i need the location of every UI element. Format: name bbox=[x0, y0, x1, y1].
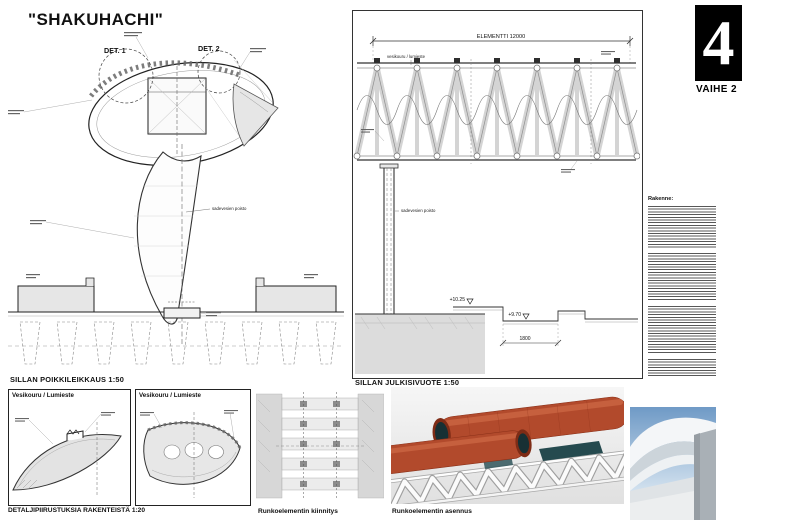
deck-perforated-band bbox=[89, 60, 243, 98]
level-a-label: +10.25 bbox=[450, 297, 466, 303]
sheet-title: "SHAKUHACHI" bbox=[28, 10, 164, 29]
notes-paragraph bbox=[648, 206, 716, 248]
tube-wave-outline bbox=[356, 95, 638, 125]
dim-1800-label: 1800 bbox=[519, 336, 530, 342]
underside-render bbox=[630, 407, 716, 520]
elevation-drawing: ELEMENTTI 12000 bbox=[353, 34, 640, 374]
assembly-render-panel bbox=[391, 387, 624, 504]
fixing-plan-drawing bbox=[256, 392, 384, 500]
cross-section-drawing: DET. 1 DET. 2 sadevesien poisto bbox=[8, 32, 344, 365]
ground-line bbox=[8, 277, 344, 347]
assembly-caption: Runkoelementin asennus bbox=[392, 508, 472, 515]
phase-number: 4 bbox=[702, 7, 735, 78]
details-caption: DETALJIPIIRUSTUKSIA RAKENTEISTÄ 1:20 bbox=[8, 507, 146, 514]
phase-number-box: 4 bbox=[695, 5, 742, 81]
detail-panel-a: Vesikouru / Lumieste bbox=[8, 389, 131, 506]
dark-panel bbox=[539, 441, 603, 461]
elevation-ground bbox=[355, 306, 638, 374]
det1-label: DET. 1 bbox=[104, 46, 126, 55]
fixing-plan-panel bbox=[256, 388, 384, 504]
cross-section-panel: DET. 1 DET. 2 sadevesien poisto bbox=[6, 26, 346, 374]
sadevesien-poisto-label: sadevesien poisto bbox=[212, 206, 247, 211]
notes-column: Rakenne: bbox=[648, 196, 718, 382]
elevation-panel: ELEMENTTI 12000 bbox=[352, 10, 643, 379]
pier-footing bbox=[163, 307, 201, 319]
assembly-render bbox=[391, 387, 624, 504]
sadevesien-poisto-label-2: sadevesien poisto bbox=[401, 208, 436, 213]
elevation-pier bbox=[379, 163, 399, 361]
cross-section-caption: SILLAN POIKKILEIKKAUS 1:50 bbox=[10, 375, 125, 384]
left-abutment bbox=[17, 285, 95, 313]
pile-group bbox=[19, 321, 337, 365]
notes-paragraph bbox=[648, 359, 716, 377]
detail-callouts: DET. 1 DET. 2 bbox=[98, 44, 279, 147]
gutter-detail-drawing-b bbox=[140, 410, 242, 498]
elevation-annotations: vesikouru / lumieste sadevesien poisto bbox=[361, 51, 615, 213]
photo-render-panel bbox=[630, 407, 716, 520]
micro-annotations bbox=[8, 32, 318, 317]
det2-label: DET. 2 bbox=[198, 44, 220, 53]
elevation-caption: SILLAN JULKISIVUOTE 1:50 bbox=[355, 378, 460, 387]
fixing-caption: Runkoelementin kiinnitys bbox=[258, 508, 338, 515]
edge-detail-wedge bbox=[232, 83, 279, 147]
red-tube-lower bbox=[391, 429, 532, 474]
detail-panel-b: Vesikouru / Lumieste bbox=[135, 389, 251, 506]
right-abutment bbox=[255, 285, 337, 313]
notes-paragraph bbox=[648, 306, 716, 354]
panel-b-header: Vesikouru / Lumieste bbox=[139, 392, 201, 399]
gutter-detail-drawing-a bbox=[12, 412, 122, 496]
truss-deck bbox=[353, 58, 640, 164]
notes-heading: Rakenne: bbox=[648, 196, 674, 202]
drainage-annotation: sadevesien poisto bbox=[185, 206, 247, 213]
dim-element-label: ELEMENTTI 12000 bbox=[477, 34, 526, 40]
snow-guard bbox=[66, 429, 80, 435]
white-truss bbox=[391, 449, 624, 504]
bridge-underside bbox=[630, 417, 716, 469]
panel-a-header: Vesikouru / Lumieste bbox=[12, 392, 74, 399]
notes-paragraph bbox=[648, 253, 716, 301]
vesikouru-label: vesikouru / lumieste bbox=[387, 54, 426, 59]
level-b-label: +9.70 bbox=[508, 312, 521, 318]
level-markers: +10.25 +9.70 bbox=[450, 297, 530, 320]
phase-label: VAIHE 2 bbox=[696, 84, 737, 95]
dim-1800: 1800 bbox=[499, 324, 562, 347]
element-dimension: ELEMENTTI 12000 bbox=[369, 34, 634, 63]
